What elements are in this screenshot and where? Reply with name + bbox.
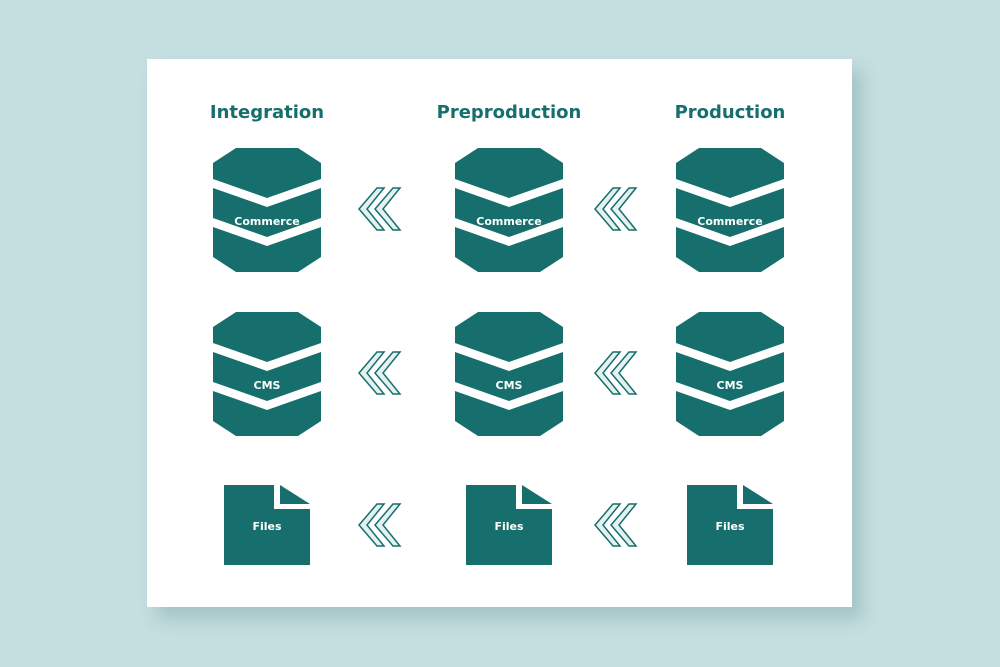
node-label: CMS <box>716 379 744 392</box>
database-node-1-2: CMS <box>676 312 784 436</box>
double-chevron-left-icon <box>357 186 403 232</box>
database-icon <box>676 312 784 436</box>
node-label: CMS <box>495 379 523 392</box>
database-node-1-1: CMS <box>455 312 563 436</box>
node-label: Commerce <box>697 215 763 228</box>
node-label: Files <box>494 520 524 533</box>
column-title-0: Integration <box>209 102 325 123</box>
node-label: Files <box>252 520 282 533</box>
file-node-2-1: Files <box>466 485 552 565</box>
file-icon <box>224 485 310 565</box>
double-chevron-left-icon <box>593 350 639 396</box>
column-title-1: Preproduction <box>436 102 582 123</box>
file-node-2-0: Files <box>224 485 310 565</box>
database-node-0-2: Commerce <box>676 148 784 272</box>
database-icon <box>676 148 784 272</box>
database-icon <box>455 148 563 272</box>
file-icon <box>687 485 773 565</box>
node-label: Commerce <box>234 215 300 228</box>
file-node-2-2: Files <box>687 485 773 565</box>
column-title-2: Production <box>674 102 786 123</box>
double-chevron-left-icon <box>593 186 639 232</box>
node-label: Files <box>715 520 745 533</box>
database-node-0-1: Commerce <box>455 148 563 272</box>
double-chevron-left-icon <box>357 502 403 548</box>
database-icon <box>213 312 321 436</box>
node-label: Commerce <box>476 215 542 228</box>
database-icon <box>455 312 563 436</box>
database-icon <box>213 148 321 272</box>
node-label: CMS <box>253 379 281 392</box>
file-icon <box>466 485 552 565</box>
double-chevron-left-icon <box>593 502 639 548</box>
database-node-0-0: Commerce <box>213 148 321 272</box>
database-node-1-0: CMS <box>213 312 321 436</box>
double-chevron-left-icon <box>357 350 403 396</box>
